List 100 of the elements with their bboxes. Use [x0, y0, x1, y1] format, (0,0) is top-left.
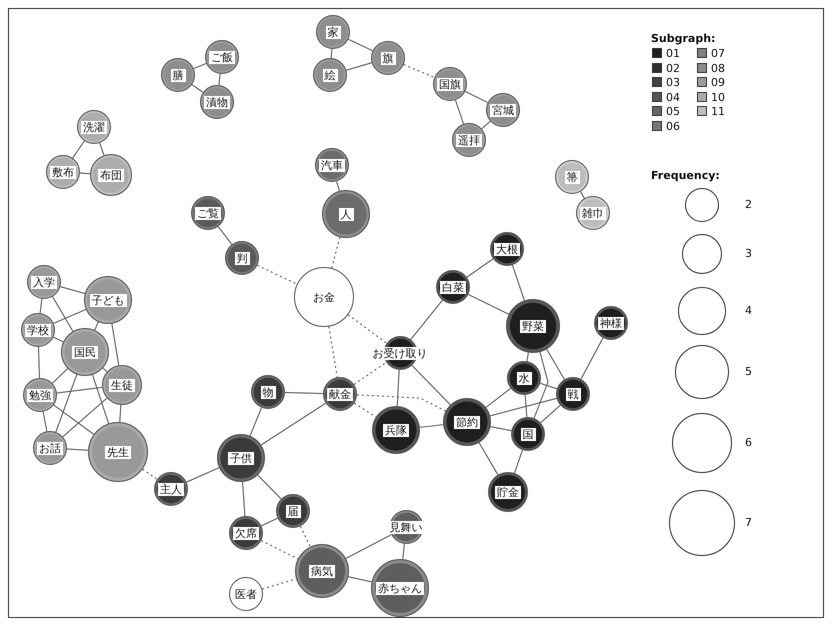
- link-line: [111, 323, 120, 366]
- word-label: 節約: [454, 416, 480, 428]
- link-line: [52, 336, 64, 342]
- link-line: [242, 481, 246, 517]
- link-line: [94, 321, 99, 331]
- legend-label: 01: [666, 47, 680, 60]
- word-label: 兵隊: [383, 424, 409, 436]
- link-line: [410, 300, 443, 340]
- word-label: 主人: [158, 482, 184, 496]
- link-line: [52, 368, 68, 384]
- dotted-link: [356, 394, 446, 412]
- dotted-link: [348, 314, 387, 344]
- word-label: 国旗: [437, 78, 463, 90]
- link-line: [540, 404, 561, 424]
- word-label: 先生: [105, 446, 131, 458]
- word-label: 宮城: [490, 104, 516, 116]
- link-line: [99, 142, 104, 156]
- dotted-link: [403, 64, 435, 78]
- word-label: 野菜: [520, 320, 546, 332]
- word-label: 敷布: [50, 166, 76, 178]
- link-line: [218, 226, 232, 245]
- legend-label: 02: [666, 62, 680, 74]
- word-label: 赤ちゃん: [376, 582, 424, 594]
- word-label: 勉強: [27, 388, 53, 402]
- dotted-link: [354, 402, 376, 418]
- link-line: [102, 367, 108, 372]
- dotted-link: [260, 540, 298, 560]
- link-line: [53, 308, 86, 324]
- link-line: [514, 450, 523, 474]
- link-line: [348, 576, 372, 582]
- link-line: [348, 38, 374, 52]
- word-label: 国民: [72, 346, 98, 358]
- link-line: [512, 264, 525, 301]
- link-line: [524, 394, 528, 418]
- link-line: [260, 518, 278, 526]
- link-line: [464, 90, 488, 104]
- link-line: [396, 369, 400, 407]
- link-line: [72, 140, 85, 158]
- word-label: 汽車: [319, 158, 345, 172]
- dotted-link: [331, 236, 340, 268]
- link-line: [478, 442, 498, 476]
- dotted-link: [256, 264, 298, 285]
- word-label: 入学: [31, 276, 57, 288]
- word-label: 遥拝: [456, 134, 482, 146]
- legend-label: 3: [745, 247, 752, 260]
- word-label: 貯金: [495, 486, 521, 498]
- link-line: [411, 364, 451, 406]
- link-line: [119, 404, 122, 423]
- word-label: 欠席: [233, 526, 259, 540]
- link-line: [79, 172, 91, 174]
- legend-label: 05: [666, 105, 680, 118]
- legend-heading: Subgraph:: [651, 32, 716, 45]
- word-label: 洗濯: [81, 120, 107, 134]
- link-line: [490, 426, 512, 432]
- link-line: [526, 352, 529, 362]
- link-line: [218, 73, 221, 86]
- link-line: [345, 534, 392, 559]
- legend-heading: Frequency:: [651, 169, 720, 182]
- link-line: [55, 374, 78, 433]
- word-label: 子ども: [90, 294, 126, 306]
- word-label: 漬物: [204, 96, 230, 108]
- word-label: 大根: [494, 242, 520, 256]
- link-line: [260, 402, 326, 446]
- link-line: [60, 286, 86, 294]
- dotted-link: [300, 526, 311, 548]
- link-line: [486, 388, 512, 408]
- word-label: 医者: [234, 588, 258, 600]
- link-line: [454, 100, 464, 124]
- link-line: [53, 404, 94, 435]
- link-line: [580, 191, 585, 199]
- link-line: [580, 338, 604, 380]
- dotted-link: [328, 326, 338, 378]
- legend-label: 4: [745, 304, 752, 317]
- legend-label: 07: [711, 47, 725, 60]
- dotted-link: [354, 362, 386, 385]
- legend-label: 09: [711, 76, 725, 89]
- word-label: 布団: [98, 168, 124, 182]
- link-line: [42, 411, 48, 432]
- word-label: 生徒: [109, 378, 135, 392]
- link-line: [284, 392, 324, 394]
- legend-label: 6: [745, 436, 752, 449]
- link-line: [402, 543, 405, 560]
- link-line: [546, 348, 565, 380]
- legend-label: 10: [711, 90, 725, 104]
- word-label: 神様: [598, 316, 624, 330]
- word-label: ご覧: [195, 206, 221, 220]
- legend-label: 5: [745, 365, 752, 378]
- link-line: [336, 180, 340, 192]
- link-line: [52, 296, 74, 332]
- legend-label: 2: [745, 198, 752, 211]
- word-label: 病気: [309, 564, 335, 578]
- word-label: お金: [312, 290, 336, 304]
- dotted-link: [142, 468, 158, 480]
- link-line: [191, 84, 204, 93]
- link-line: [490, 398, 558, 416]
- link-line: [540, 382, 558, 390]
- legend-label: 04: [666, 90, 680, 104]
- link-line: [193, 62, 207, 70]
- legend-label: 7: [745, 516, 752, 529]
- link-line: [62, 398, 108, 438]
